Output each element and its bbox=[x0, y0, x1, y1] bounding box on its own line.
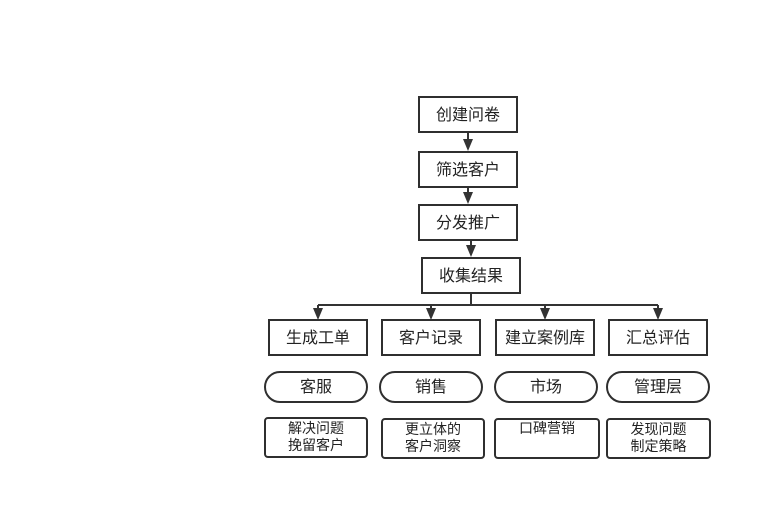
benefit-note-1[interactable]: 解决问题 挽留客户 bbox=[264, 417, 368, 458]
step-filter-customers[interactable]: 筛选客户 bbox=[418, 151, 518, 188]
step-collect-results[interactable]: 收集结果 bbox=[421, 257, 521, 294]
outcome-customer-record[interactable]: 客户记录 bbox=[381, 319, 481, 356]
benefit-note-3[interactable]: 口碑营销 bbox=[494, 418, 600, 459]
step-create-survey[interactable]: 创建问卷 bbox=[418, 96, 518, 133]
benefit-line: 制定策略 bbox=[630, 438, 687, 455]
arrowhead-branch-2 bbox=[426, 308, 436, 320]
arrowhead-branch-4 bbox=[653, 308, 663, 320]
outcome-case-library[interactable]: 建立案例库 bbox=[495, 319, 595, 356]
arrowhead-step2 bbox=[463, 139, 473, 151]
benefit-line: 客户洞察 bbox=[405, 438, 461, 455]
benefit-line: 发现问题 bbox=[630, 421, 687, 438]
owner-management[interactable]: 管理层 bbox=[606, 371, 710, 403]
benefit-line: 更立体的 bbox=[405, 421, 461, 438]
owner-customer-service[interactable]: 客服 bbox=[264, 371, 368, 403]
outcome-generate-ticket[interactable]: 生成工单 bbox=[268, 319, 368, 356]
arrowhead-step3 bbox=[463, 192, 473, 204]
outcome-summary-review[interactable]: 汇总评估 bbox=[608, 319, 708, 356]
arrowhead-step4 bbox=[466, 245, 476, 257]
owner-sales[interactable]: 销售 bbox=[379, 371, 483, 403]
benefit-note-2[interactable]: 更立体的 客户洞察 bbox=[381, 418, 485, 459]
arrowhead-branch-1 bbox=[313, 308, 323, 320]
benefit-note-4[interactable]: 发现问题 制定策略 bbox=[606, 418, 711, 459]
owner-marketing[interactable]: 市场 bbox=[494, 371, 598, 403]
benefit-line: 挽留客户 bbox=[288, 437, 344, 454]
step-distribute[interactable]: 分发推广 bbox=[418, 204, 518, 241]
benefit-line: 口碑营销 bbox=[519, 421, 575, 437]
arrowhead-branch-3 bbox=[540, 308, 550, 320]
benefit-line: 解决问题 bbox=[288, 420, 344, 437]
